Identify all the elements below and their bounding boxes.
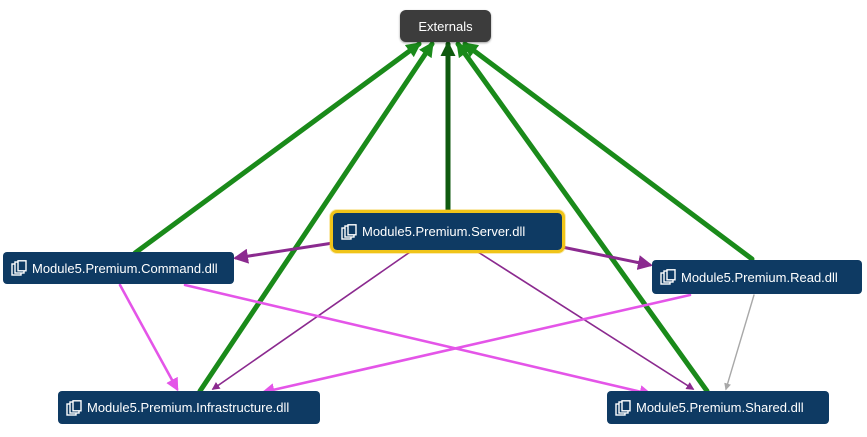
node-shared-label: Module5.Premium.Shared.dll xyxy=(636,400,804,415)
node-server[interactable]: Module5.Premium.Server.dll xyxy=(330,210,565,253)
assembly-icon xyxy=(341,223,357,240)
edges-layer xyxy=(118,41,755,398)
edge-server-to-infrastructure[interactable] xyxy=(211,251,411,390)
edge-infrastructure-to-externals[interactable] xyxy=(197,41,435,394)
node-read-label: Module5.Premium.Read.dll xyxy=(681,269,838,285)
edge-command-to-shared[interactable] xyxy=(183,283,653,398)
edge-shared-to-externals[interactable] xyxy=(455,41,710,394)
edge-read-to-shared[interactable] xyxy=(724,294,755,391)
node-read[interactable]: Module5.Premium.Read.dll xyxy=(652,260,862,294)
node-infrastructure[interactable]: Module5.Premium.Infrastructure.dll xyxy=(58,391,320,424)
edge-command-to-infrastructure[interactable] xyxy=(118,283,179,392)
edge-read-to-infrastructure[interactable] xyxy=(261,293,692,397)
edge-server-to-command[interactable] xyxy=(233,241,335,264)
edge-server-to-shared[interactable] xyxy=(477,251,695,390)
edge-server-to-read[interactable] xyxy=(560,245,653,270)
node-externals[interactable]: Externals xyxy=(400,10,491,42)
node-shared[interactable]: Module5.Premium.Shared.dll xyxy=(607,391,829,424)
node-externals-label: Externals xyxy=(418,18,473,34)
node-command-label: Module5.Premium.Command.dll xyxy=(32,260,218,276)
edge-read-to-externals[interactable] xyxy=(462,41,755,262)
node-command[interactable]: Module5.Premium.Command.dll xyxy=(3,252,234,284)
assembly-icon xyxy=(11,260,27,276)
node-server-label: Module5.Premium.Server.dll xyxy=(362,224,526,239)
assembly-icon xyxy=(660,269,676,285)
node-infrastructure-label: Module5.Premium.Infrastructure.dll xyxy=(87,400,290,415)
assembly-icon xyxy=(615,399,631,416)
assembly-icon xyxy=(66,399,82,416)
edge-command-to-externals[interactable] xyxy=(132,41,422,256)
